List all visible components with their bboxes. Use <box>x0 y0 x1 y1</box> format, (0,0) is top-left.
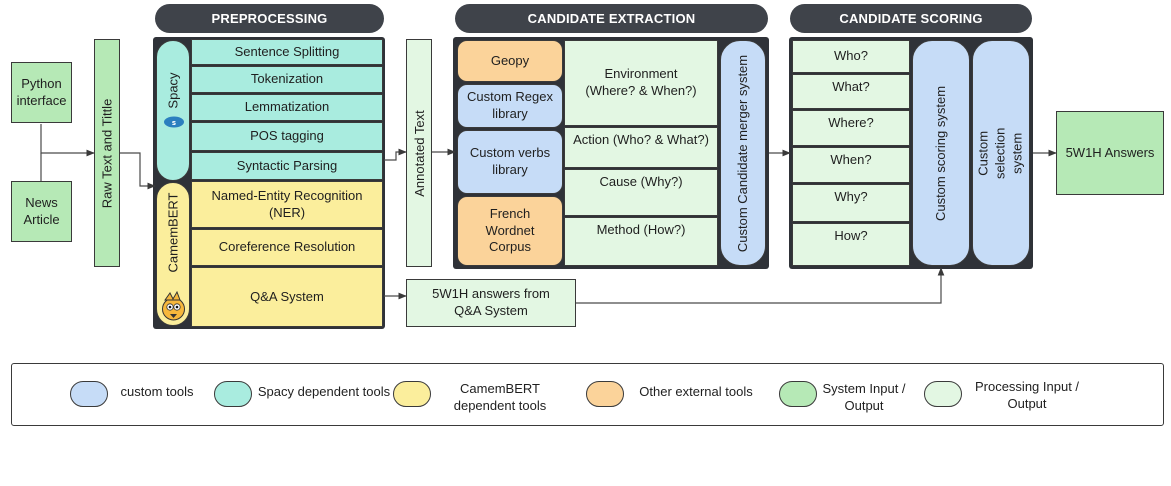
legend-swatch-custom <box>70 381 108 407</box>
legend-label-system-io: System Input / Output <box>822 381 906 413</box>
wire-answers-to-scoring <box>576 267 945 304</box>
header-preprocessing: PREPROCESSING <box>155 4 384 33</box>
category-cause: Cause (Why?) <box>564 169 718 216</box>
legend-swatch-spacy <box>214 381 252 407</box>
spacy-item-syntactic-parsing: Syntactic Parsing <box>191 152 383 180</box>
wire-python-to-raw <box>40 124 95 157</box>
tool-geopy: Geopy <box>457 40 563 82</box>
svg-text:s: s <box>172 119 176 127</box>
category-method: Method (How?) <box>564 217 718 266</box>
spacy-item-sentence-splitting: Sentence Splitting <box>191 39 383 65</box>
camembert-item-qa-system: Q&A System <box>191 267 383 327</box>
spacy-item-tokenization: Tokenization <box>191 66 383 93</box>
spacy-item-lemmatization: Lemmatization <box>191 94 383 121</box>
python-interface-box: Python interface <box>11 62 72 123</box>
wire-preprocessing-to-annotated <box>384 148 407 161</box>
question-what: What? <box>792 74 910 109</box>
legend-swatch-processing-io <box>924 381 962 407</box>
header-candidate-scoring: CANDIDATE SCORING <box>790 4 1032 33</box>
candidate-merger-system: Custom Candidate merger system <box>720 40 766 266</box>
legend-label-external: Other external tools <box>639 384 753 399</box>
legend-label-custom: custom tools <box>120 384 194 399</box>
legend-swatch-camembert <box>393 381 431 407</box>
question-who: Who? <box>792 40 910 73</box>
output-5w1h-answers: 5W1H Answers <box>1056 111 1164 195</box>
wire-raw-to-preprocessing <box>120 152 156 190</box>
spacy-item-pos-tagging: POS tagging <box>191 122 383 151</box>
question-how: How? <box>792 223 910 266</box>
camembert-item-coreference: Coreference Resolution <box>191 229 383 266</box>
raw-text-box: Raw Text and Tittle <box>94 39 120 267</box>
camembert-label: CamemBERT <box>165 192 181 272</box>
legend-label-processing-io: Processing Input / Output <box>974 379 1080 411</box>
custom-selection-system: Custom selection system <box>972 40 1030 266</box>
legend-label-camembert: CamemBERT dependent tools <box>453 381 547 413</box>
header-candidate-extraction: CANDIDATE EXTRACTION <box>455 4 768 33</box>
question-where: Where? <box>792 110 910 146</box>
tool-custom-regex: Custom Regex library <box>457 84 563 128</box>
custom-scoring-system: Custom scoring system <box>912 40 970 266</box>
legend-label-spacy: Spacy dependent tools <box>257 384 391 399</box>
tool-french-wordnet: French Wordnet Corpus <box>457 196 563 266</box>
spacy-group: Spacy <box>156 40 190 181</box>
tool-custom-verbs: Custom verbs library <box>457 130 563 194</box>
spacy-label: Spacy <box>165 72 181 109</box>
legend-swatch-external <box>586 381 624 407</box>
legend-swatch-system-io <box>779 381 817 407</box>
news-article-box: News Article <box>11 181 72 242</box>
annotated-text-box: Annotated Text <box>406 39 432 267</box>
category-action: Action (Who? & What?) <box>564 127 718 168</box>
camembert-item-ner: Named-Entity Recognition (NER) <box>191 181 383 228</box>
qa-answers-box: 5W1H answers from Q&A System <box>406 279 576 327</box>
camembert-logo-icon <box>160 290 187 322</box>
question-why: Why? <box>792 184 910 222</box>
category-environment: Environment (Where? & When?) <box>564 40 718 126</box>
spacy-logo-icon: s <box>163 115 185 129</box>
question-when: When? <box>792 147 910 183</box>
